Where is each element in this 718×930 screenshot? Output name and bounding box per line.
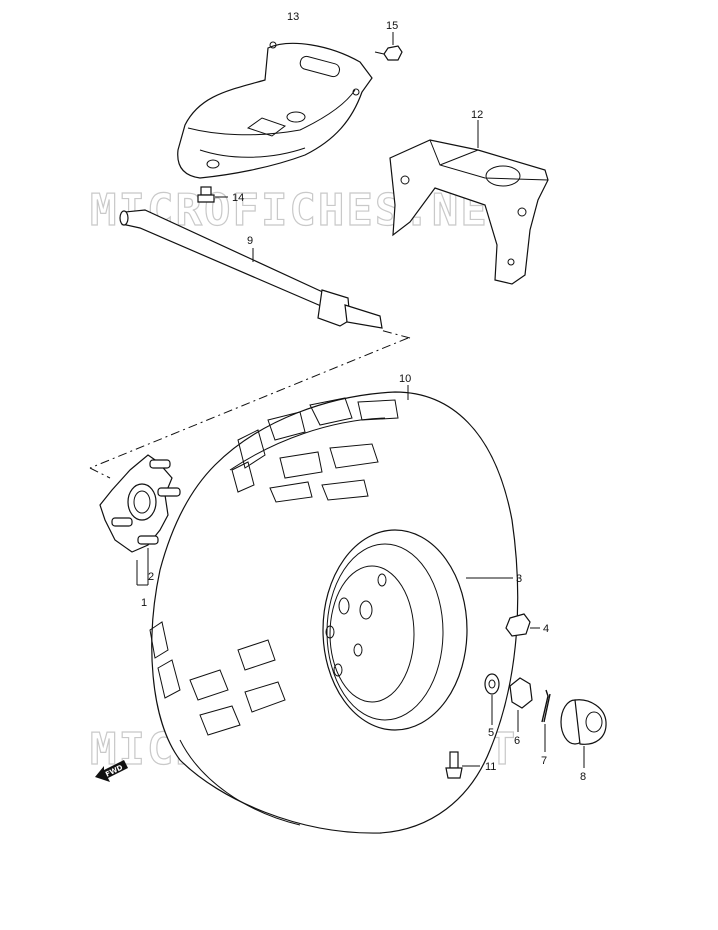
callout-13: 13 — [287, 11, 299, 23]
part-4-nut — [505, 613, 540, 637]
part-6-castle-nut — [509, 677, 533, 732]
part-8-hub-cap — [560, 699, 607, 768]
callout-11: 11 — [485, 761, 496, 773]
part-12-bracket — [389, 120, 549, 285]
part-14-bolt — [197, 186, 228, 203]
callout-6: 6 — [514, 735, 520, 747]
callout-10: 10 — [399, 373, 411, 385]
part-5-washer — [484, 673, 500, 725]
callout-9: 9 — [247, 235, 253, 247]
part-3-rim — [322, 529, 513, 731]
callout-3: 3 — [516, 573, 522, 585]
callout-15: 15 — [386, 20, 398, 32]
callout-1: 1 — [141, 597, 147, 609]
callout-12: 12 — [471, 109, 483, 121]
part-11-valve — [445, 751, 480, 779]
part-1-2-hub — [99, 454, 181, 586]
callout-14: 14 — [232, 192, 244, 204]
part-15-bolt — [374, 32, 403, 61]
part-7-cotter-pin — [541, 689, 551, 752]
callout-8: 8 — [580, 771, 586, 783]
callout-2: 2 — [148, 571, 154, 583]
part-13-guard — [177, 41, 373, 179]
part-9-shaft — [119, 209, 383, 329]
callout-4: 4 — [543, 623, 549, 635]
callout-7: 7 — [541, 755, 547, 767]
callout-5: 5 — [488, 727, 494, 739]
